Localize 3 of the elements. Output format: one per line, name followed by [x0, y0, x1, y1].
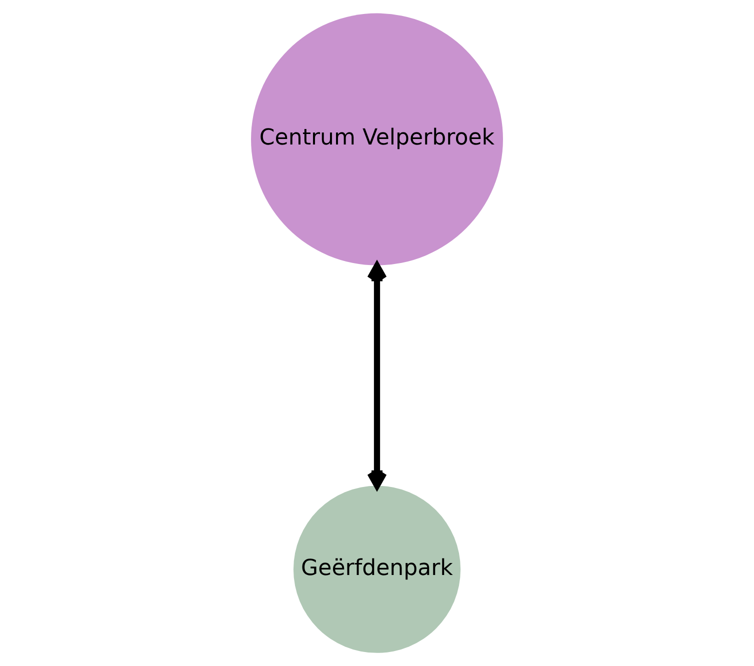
node-circle: Centrum Velperbroek	[251, 13, 503, 266]
arrow	[367, 262, 387, 489]
node-circle: Geërfdenpark	[293, 486, 461, 653]
